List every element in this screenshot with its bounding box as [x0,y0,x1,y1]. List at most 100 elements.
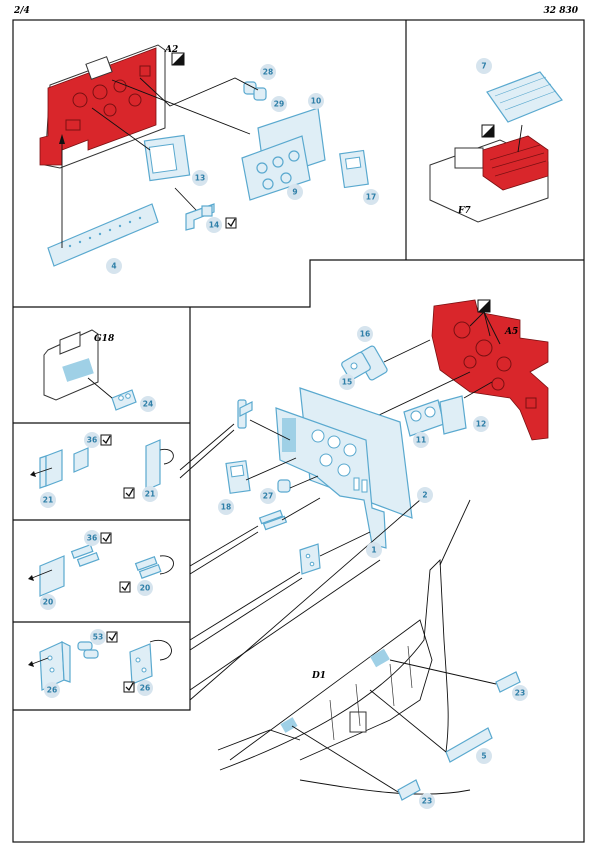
part-17 [339,149,369,189]
svg-text:16: 16 [360,330,370,339]
panel-borders [12,19,585,843]
svg-text:1: 1 [371,546,376,555]
assembly-g18 [43,329,99,401]
svg-text:36: 36 [87,534,97,543]
badge-23a: 23 [512,685,528,701]
badge-2: 2 [417,487,433,503]
badge-53: 53 [90,629,106,645]
badge-10: 10 [308,93,324,109]
leader-lines-a5 [469,311,501,345]
badge-21b: 21 [142,486,158,502]
badge-36b: 36 [84,530,100,546]
svg-text:28: 28 [263,68,273,77]
badge-23b: 23 [419,793,435,809]
check-box-icon [106,631,118,643]
part-18 [225,460,251,494]
check-box-icon [119,581,131,593]
label-a2: A2 [164,45,178,55]
badge-14: 14 [206,217,222,233]
svg-text:24: 24 [143,400,153,409]
svg-text:20: 20 [140,584,150,593]
product-code: 32 830 [543,6,578,16]
svg-text:36: 36 [87,436,97,445]
part-11 [403,399,445,437]
check-box-icon [123,681,135,693]
svg-text:20: 20 [43,598,53,607]
part-29 [253,87,267,101]
svg-text:12: 12 [476,420,486,429]
leader-lines-d1 [189,499,497,793]
badge-20a: 20 [40,594,56,610]
svg-text:29: 29 [274,100,284,109]
svg-text:14: 14 [209,221,219,230]
badge-1: 1 [366,542,382,558]
badge-26b: 26 [137,680,153,696]
svg-text:26: 26 [140,684,150,693]
svg-text:23: 23 [422,797,432,806]
badge-15: 15 [339,374,355,390]
label-g18: G18 [94,334,115,344]
svg-text:17: 17 [366,193,376,202]
svg-text:26: 26 [47,686,57,695]
badge-24: 24 [140,396,156,412]
svg-text:13: 13 [195,174,205,183]
svg-text:23: 23 [515,689,525,698]
leader-lines-a2 [59,77,259,248]
badge-17: 17 [363,189,379,205]
badge-27: 27 [260,488,276,504]
badge-26a: 26 [44,682,60,698]
badge-9: 9 [287,184,303,200]
part-21-detail [30,439,174,491]
svg-text:5: 5 [481,752,486,761]
part-27 [277,479,291,493]
part-4 [47,203,159,267]
check-box-icon [100,434,112,446]
part-20-detail [28,543,174,597]
svg-text:53: 53 [93,633,103,642]
page-number: 2/4 [14,6,30,16]
part-23b [397,779,421,801]
badge-29: 29 [271,96,287,112]
part-14 [185,203,215,231]
black-white-paint-icon [481,124,495,138]
svg-text:21: 21 [43,496,53,505]
badge-18: 18 [218,499,234,515]
badge-7: 7 [476,58,492,74]
label-f7: F7 [457,206,471,216]
svg-text:18: 18 [221,503,231,512]
badge-11: 11 [413,432,429,448]
check-box-icon [225,217,237,229]
part-23a [495,671,521,693]
svg-text:10: 10 [311,97,321,106]
label-a5: A5 [504,327,518,337]
check-box-icon [123,487,135,499]
svg-text:27: 27 [263,492,273,501]
leader-lines-center [179,419,371,651]
badge-5: 5 [476,748,492,764]
svg-text:15: 15 [342,378,352,387]
label-d1: D1 [311,671,326,681]
badge-20b: 20 [137,580,153,596]
part-26-placed [299,543,321,575]
badge-21a: 21 [40,492,56,508]
svg-text:11: 11 [416,436,426,445]
badge-13: 13 [192,170,208,186]
assembly-f7 [429,135,549,223]
part-5 [445,727,493,763]
badge-16: 16 [357,326,373,342]
black-white-paint-icon [171,52,185,66]
badge-36a: 36 [84,432,100,448]
part-12 [439,395,467,435]
fuselage-d1 [217,558,471,795]
part-20-placed [258,509,288,531]
badge-28: 28 [260,64,276,80]
svg-text:9: 9 [292,188,297,197]
svg-text:21: 21 [145,490,155,499]
svg-text:2: 2 [422,491,427,500]
badge-12: 12 [473,416,489,432]
badge-4: 4 [106,258,122,274]
assembly-a2 [39,44,166,169]
part-21-placed [237,399,253,429]
svg-text:4: 4 [111,262,116,271]
